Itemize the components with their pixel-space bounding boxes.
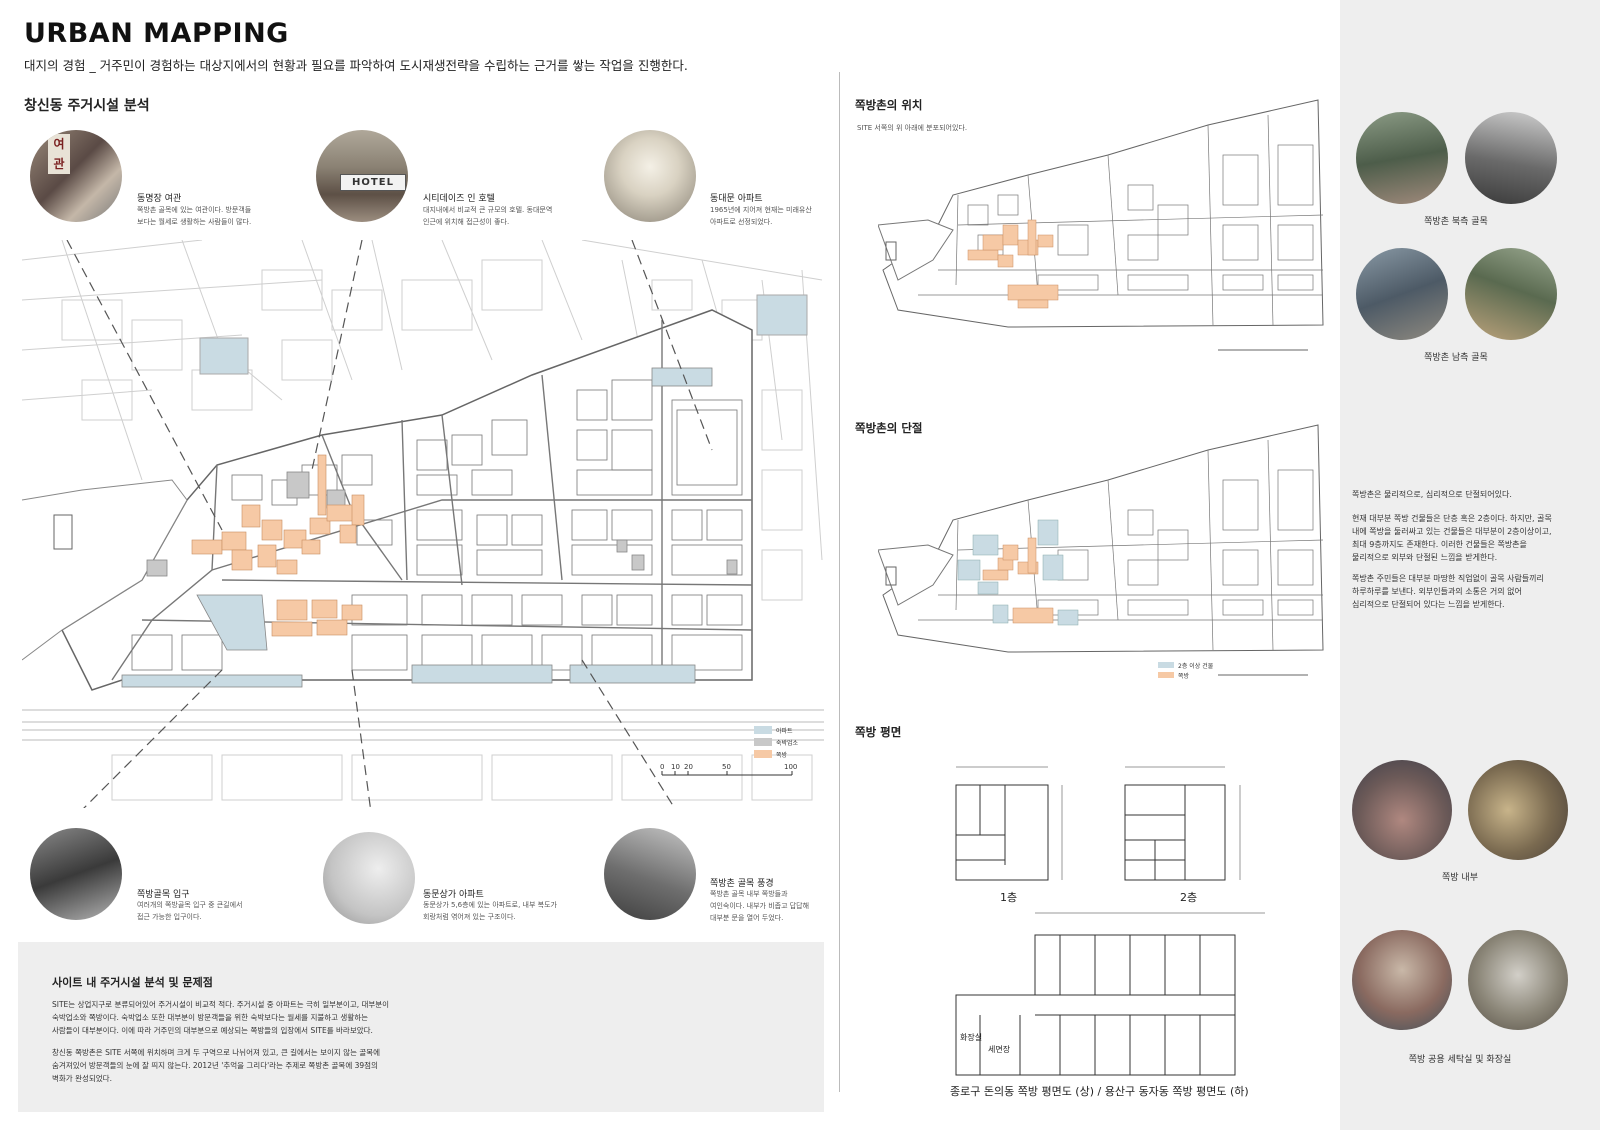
scale-bar: 0 10 20 50 100 xyxy=(660,763,797,776)
caption-interior: 쪽방 내부 xyxy=(1442,873,1478,883)
svg-text:50: 50 xyxy=(722,763,731,771)
interior-photo-2 xyxy=(1468,760,1568,860)
hotel-sign: HOTEL xyxy=(340,174,406,191)
location-map xyxy=(878,99,1324,351)
analysis-para-1: SITE는 상업지구로 분류되어있어 주거시설이 비교적 적다. 주거시설 중 … xyxy=(52,1000,390,1035)
svg-text:2층 이상 건물: 2층 이상 건물 xyxy=(1178,662,1214,670)
laundry-photo xyxy=(1352,930,1452,1030)
photo-title-dongmun: 동문상가 아파트 xyxy=(423,890,484,900)
disconnection-lead: 쪽방촌은 물리적으로, 심리적으로 단절되어있다. xyxy=(1352,490,1512,499)
legend-lodging: 숙박업소 xyxy=(776,739,799,747)
photo-title-yeogwan: 동명장 여관 xyxy=(137,194,182,204)
north-alley-photo-1 xyxy=(1356,112,1448,204)
hotel-photo: HOTEL xyxy=(316,130,408,222)
photo-desc-yeogwan-1: 쪽방촌 골목에 있는 여관이다. 방문객들 xyxy=(137,206,252,214)
photo-desc-dongmun-1: 동문상가 5,6층에 있는 아파트로, 내부 복도가 xyxy=(423,901,557,909)
section-title: 창신동 주거시설 분석 xyxy=(24,98,150,114)
photo-title-alley: 쪽방촌 골목 풍경 xyxy=(710,879,774,889)
room-wash: 세면장 xyxy=(988,1044,1011,1054)
caption-south-alley: 쪽방촌 남측 골목 xyxy=(1424,353,1488,363)
disconnection-legend: 2층 이상 건물 쪽방 xyxy=(1158,662,1308,680)
photo-desc-entrance-2: 접근 가능한 입구이다. xyxy=(137,913,202,921)
photo-title-hotel: 시티데이즈 인 호텔 xyxy=(423,194,495,204)
photo-desc-alley-1: 쪽방촌 골목 내부 쪽방들과 xyxy=(710,890,788,898)
caption-north-alley: 쪽방촌 북측 골목 xyxy=(1424,217,1488,227)
divider-line xyxy=(839,72,840,1092)
yeogwan-sign: 여관 xyxy=(48,134,70,174)
photo-title-entrance: 쪽방골목 입구 xyxy=(137,890,190,900)
floor2-label: 2층 xyxy=(1180,891,1197,904)
page-subtitle: 대지의 경험 _ 거주민이 경험하는 대상지에서의 현황과 필요를 파악하여 도… xyxy=(24,58,688,73)
apartment-photo xyxy=(604,130,696,222)
disconnection-title: 쪽방촌의 단절 xyxy=(855,421,923,435)
restroom-photo xyxy=(1468,930,1568,1030)
photo-desc-dongmun-2: 회랑처럼 엮어져 있는 구조이다. xyxy=(423,913,516,921)
svg-text:10: 10 xyxy=(671,763,680,771)
photo-desc-apartment-2: 아파트로 선정되었다. xyxy=(710,218,773,226)
plan-caption: 종로구 돈의동 쪽방 평면도 (상) / 용산구 동자동 쪽방 평면도 (하) xyxy=(950,1085,1249,1098)
legend-apartment: 아파트 xyxy=(776,727,793,735)
photo-desc-alley-2: 여인숙이다. 내부가 비좁고 답답해 xyxy=(710,902,810,910)
photo-desc-hotel-2: 인근에 위치해 접근성이 좋다. xyxy=(423,218,510,226)
analysis-para-2: 창신동 쪽방촌은 SITE 서쪽에 위치하며 크게 두 구역으로 나뉘어져 있고… xyxy=(52,1048,381,1083)
analysis-box xyxy=(18,942,824,1112)
alley-scene-photo xyxy=(604,828,696,920)
site-map: 아파트 숙박업소 쪽방 0 10 20 50 100 xyxy=(22,240,824,808)
photo-title-apartment: 동대문 아파트 xyxy=(710,194,763,204)
floor1-label: 1층 xyxy=(1000,891,1017,904)
photo-desc-yeogwan-2: 보다는 월세로 생활하는 사람들이 많다. xyxy=(137,218,252,226)
photo-desc-hotel-1: 대지내에서 비교적 큰 규모의 호텔. 동대문역 xyxy=(423,206,553,214)
svg-text:100: 100 xyxy=(784,763,797,771)
yeogwan-photo: 여관 xyxy=(30,130,122,222)
svg-text:쪽방: 쪽방 xyxy=(1178,672,1190,680)
plan-title: 쪽방 평면 xyxy=(855,725,902,739)
north-alley-photo-2 xyxy=(1465,112,1557,204)
svg-text:0: 0 xyxy=(660,763,664,771)
caption-laundry-restroom: 쪽방 공용 세탁실 및 화장실 xyxy=(1408,1055,1512,1065)
south-alley-photo-2 xyxy=(1465,248,1557,340)
interior-photo-1 xyxy=(1352,760,1452,860)
south-alley-photo-1 xyxy=(1356,248,1448,340)
analysis-title: 사이트 내 주거시설 분석 및 문제점 xyxy=(52,976,213,989)
alley-entrance-photo xyxy=(30,828,122,920)
disconnection-map: 2층 이상 건물 쪽방 xyxy=(878,424,1324,680)
svg-text:20: 20 xyxy=(684,763,693,771)
photo-desc-alley-3: 대부분 문을 열어 두었다. xyxy=(710,914,784,922)
photo-desc-apartment-1: 1965년에 지어져 현재는 미래유산 xyxy=(710,206,812,214)
location-title: 쪽방촌의 위치 xyxy=(855,98,923,112)
page-title: URBAN MAPPING xyxy=(24,18,289,49)
location-desc: SITE 서쪽의 위 아래에 분포되어있다. xyxy=(857,124,968,132)
dongmun-apartment-photo xyxy=(323,832,415,924)
photo-desc-entrance-1: 여러개의 쪽방골목 입구 중 큰길에서 xyxy=(137,901,243,909)
room-wc: 화장실 xyxy=(960,1032,982,1042)
floor-plans: 1층 2층 화장실 세면장 xyxy=(955,766,1265,1076)
legend-jjokbang: 쪽방 xyxy=(776,751,788,759)
